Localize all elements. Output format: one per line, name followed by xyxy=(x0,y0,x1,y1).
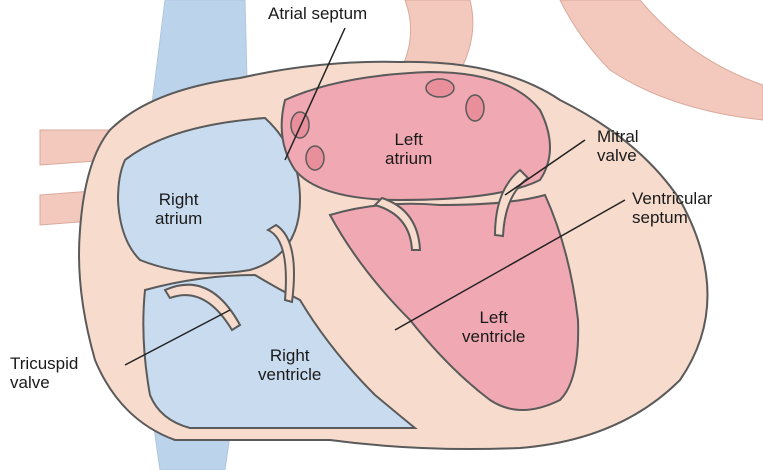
left-atrium-line2: atrium xyxy=(385,149,432,168)
right-ventricle-label: Right ventricle xyxy=(258,346,321,384)
right-ventricle-line2: ventricle xyxy=(258,365,321,384)
atrial-septum-label: Atrial septum xyxy=(268,4,367,23)
ventricular-septum-line1: Ventricular xyxy=(632,189,712,208)
pulmonary-opening-4 xyxy=(306,146,324,170)
atrial-septum-text: Atrial septum xyxy=(268,4,367,23)
ventricular-septum-label: Ventricular septum xyxy=(632,189,712,227)
pulmonary-opening-1 xyxy=(426,79,454,97)
pulmonary-opening-2 xyxy=(466,95,484,121)
left-ventricle-line2: ventricle xyxy=(462,327,525,346)
left-atrium-line1: Left xyxy=(385,130,432,149)
right-ventricle-line1: Right xyxy=(258,346,321,365)
pulmonary-opening-3 xyxy=(291,112,309,138)
left-ventricle-line1: Left xyxy=(462,308,525,327)
ventricular-septum-line2: septum xyxy=(632,208,712,227)
mitral-valve-line1: Mitral xyxy=(597,127,639,146)
tricuspid-valve-label: Tricuspid valve xyxy=(10,354,78,392)
right-atrium-label: Right atrium xyxy=(155,190,202,228)
mitral-valve-label: Mitral valve xyxy=(597,127,639,165)
left-atrium-label: Left atrium xyxy=(385,130,432,168)
pulmonary-vessel-right xyxy=(560,0,763,120)
left-ventricle-label: Left ventricle xyxy=(462,308,525,346)
right-atrium-line1: Right xyxy=(155,190,202,209)
tricuspid-valve-line2: valve xyxy=(10,373,78,392)
right-atrium-line2: atrium xyxy=(155,209,202,228)
tricuspid-valve-line1: Tricuspid xyxy=(10,354,78,373)
mitral-valve-line2: valve xyxy=(597,146,639,165)
